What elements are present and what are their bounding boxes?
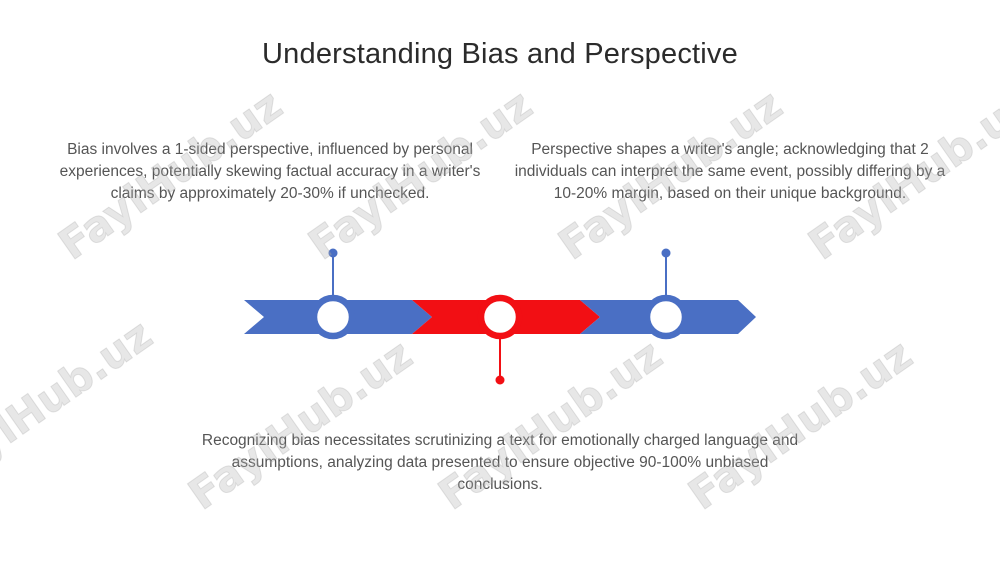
step-marker-2	[477, 294, 523, 340]
connector-dot-3	[661, 248, 671, 258]
step-1-text: Bias involves a 1-sided perspective, inf…	[59, 141, 481, 202]
connector-dot-1	[328, 248, 338, 258]
step-2-text: Recognizing bias necessitates scrutinizi…	[201, 432, 799, 493]
connector-dot-2	[495, 375, 505, 385]
step-marker-1	[310, 294, 356, 340]
slide-title: Understanding Bias and Perspective	[262, 38, 738, 70]
step-3-text: Perspective shapes a writer's angle; ack…	[514, 141, 946, 202]
step-marker-3	[643, 294, 689, 340]
